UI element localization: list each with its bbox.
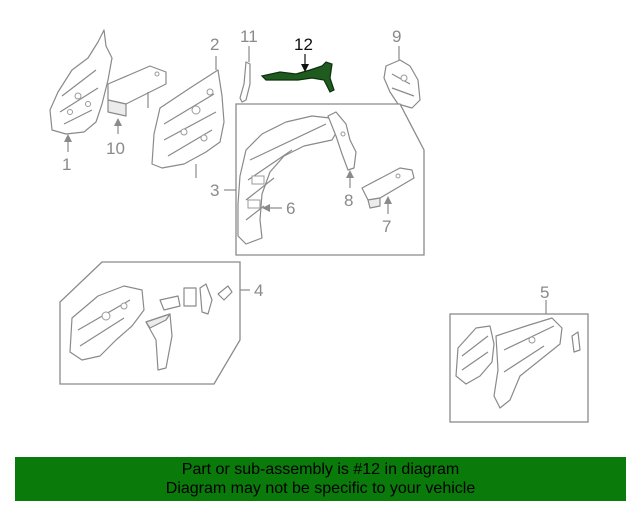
part-6-wheelhouse-arch[interactable]: 6 — [237, 115, 341, 245]
group-3-wheelhouse[interactable]: 3 6 8 7 — [210, 103, 425, 256]
part-8-strip[interactable]: 8 — [327, 111, 357, 210]
parts-diagram: 1 10 2 11 12 9 — [49, 27, 589, 423]
callout-8: 8 — [344, 191, 353, 210]
group-4-quarter-inner[interactable]: 4 — [59, 261, 263, 385]
callout-1: 1 — [62, 155, 71, 174]
callout-5: 5 — [540, 283, 549, 302]
callout-3: 3 — [210, 181, 219, 200]
callout-11: 11 — [240, 27, 258, 46]
part-2-rear-panel[interactable]: 2 — [151, 35, 225, 178]
callout-6: 6 — [286, 199, 295, 218]
part-7-rail[interactable]: 7 — [361, 167, 415, 236]
callout-2: 2 — [210, 35, 219, 54]
group-5-pillar-assembly[interactable]: 5 — [449, 283, 589, 423]
part-1-inner-panel[interactable]: 1 — [49, 29, 113, 174]
part-10-bracket[interactable]: 10 — [106, 65, 167, 158]
callout-7: 7 — [382, 217, 391, 236]
banner-line-1: Part or sub-assembly is #12 in diagram — [181, 461, 460, 478]
part-12-reinforcement-bar[interactable]: 12 — [260, 35, 335, 93]
part-info-banner: Part or sub-assembly is #12 in diagram D… — [15, 457, 626, 501]
callout-9: 9 — [392, 27, 401, 46]
part-9-bracket[interactable]: 9 — [383, 27, 421, 109]
banner-line-2: Diagram may not be specific to your vehi… — [165, 480, 476, 497]
callout-12: 12 — [294, 35, 313, 54]
part-11-rod[interactable]: 11 — [239, 27, 258, 103]
callout-10: 10 — [106, 139, 125, 158]
callout-4: 4 — [254, 281, 263, 300]
